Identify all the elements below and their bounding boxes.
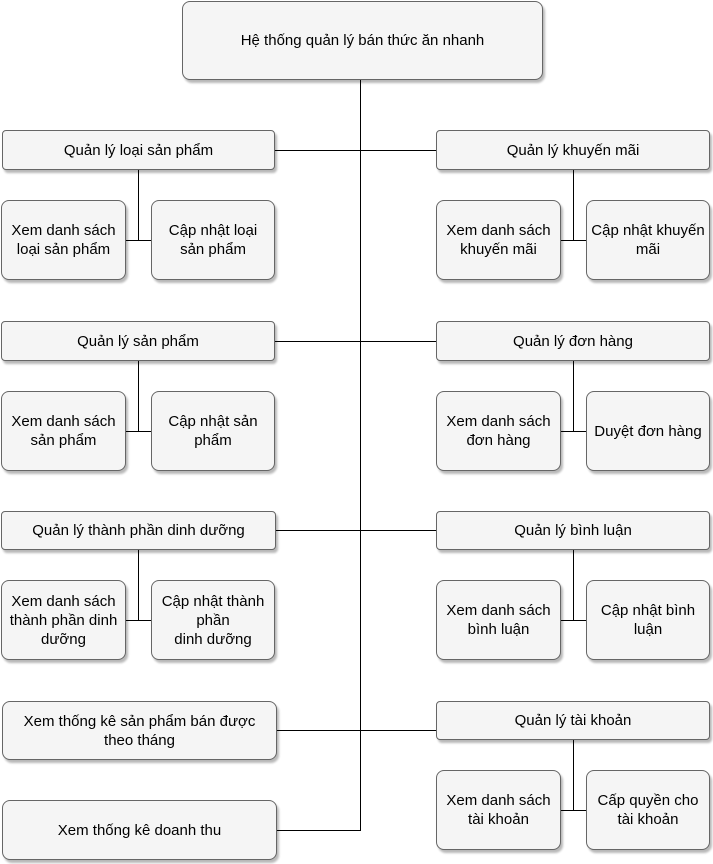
- root-node-label: Hệ thống quản lý bán thức ăn nhanh: [240, 32, 485, 49]
- update-product-label: Cập nhật sản phẩm: [168, 413, 258, 449]
- comment-management-node: Quản lý bình luận: [436, 511, 710, 550]
- sub-connector-category-v: [138, 170, 139, 240]
- view-nutrition-list-node: Xem danh sách thành phần dinh dưỡng: [1, 580, 126, 660]
- sub-connector-product-h: [126, 431, 151, 432]
- sub-connector-product-v: [138, 361, 139, 431]
- category-management-label: Quản lý loại sản phẩm: [63, 141, 214, 159]
- promotion-management-label: Quản lý khuyến mãi: [506, 141, 640, 159]
- connector-product: [275, 341, 436, 342]
- sub-connector-promotion-h: [561, 240, 586, 241]
- account-management-node: Quản lý tài khoản: [436, 701, 710, 740]
- view-comment-list-label: Xem danh sách bình luận: [446, 602, 551, 638]
- trunk-line: [360, 80, 361, 830]
- product-management-node: Quản lý sản phẩm: [1, 321, 275, 361]
- approve-order-label: Duyệt đơn hàng: [594, 422, 702, 440]
- connector-monthly-stats: [277, 730, 436, 731]
- monthly-product-stats-label: Xem thống kê sản phẩm bán được theo thán…: [23, 712, 256, 749]
- comment-management-label: Quản lý bình luận: [514, 522, 632, 539]
- update-nutrition-label: Cập nhật thành phần dinh dưỡng: [161, 592, 265, 648]
- view-product-list-label: Xem danh sách sản phẩm: [11, 413, 116, 449]
- update-product-node: Cập nhật sản phẩm: [151, 391, 275, 471]
- update-category-label: Cập nhật loại sản phẩm: [168, 222, 258, 258]
- root-node: Hệ thống quản lý bán thức ăn nhanh: [182, 1, 543, 80]
- product-management-label: Quản lý sản phẩm: [77, 332, 199, 350]
- view-promotion-list-node: Xem danh sách khuyến mãi: [436, 200, 561, 280]
- view-comment-list-node: Xem danh sách bình luận: [436, 580, 561, 660]
- view-promotion-list-label: Xem danh sách khuyến mãi: [446, 222, 551, 258]
- view-account-list-node: Xem danh sách tài khoản: [436, 770, 561, 850]
- nutrition-management-label: Quản lý thành phần dinh dưỡng: [32, 522, 245, 539]
- view-order-list-label: Xem danh sách đơn hàng: [446, 413, 551, 449]
- connector-revenue-stats: [277, 830, 361, 831]
- category-management-node: Quản lý loại sản phẩm: [2, 130, 275, 170]
- sub-connector-account-v: [573, 740, 574, 810]
- order-management-label: Quản lý đơn hàng: [513, 332, 633, 350]
- connector-category: [275, 150, 436, 151]
- approve-order-node: Duyệt đơn hàng: [586, 391, 710, 471]
- promotion-management-node: Quản lý khuyến mãi: [436, 130, 710, 170]
- update-comment-node: Cập nhật bình luận: [586, 580, 710, 660]
- revenue-stats-node: Xem thống kê doanh thu: [2, 800, 277, 860]
- view-account-list-label: Xem danh sách tài khoản: [446, 792, 551, 828]
- nutrition-management-node: Quản lý thành phần dinh dưỡng: [1, 511, 276, 550]
- view-category-list-label: Xem danh sách loại sản phẩm: [11, 222, 116, 258]
- sub-connector-comment-h: [561, 620, 586, 621]
- update-nutrition-node: Cập nhật thành phần dinh dưỡng: [151, 580, 275, 660]
- sub-connector-order-h: [561, 431, 586, 432]
- view-nutrition-list-label: Xem danh sách thành phần dinh dưỡng: [9, 592, 118, 648]
- connector-nutrition: [276, 530, 436, 531]
- view-category-list-node: Xem danh sách loại sản phẩm: [1, 200, 126, 280]
- view-order-list-node: Xem danh sách đơn hàng: [436, 391, 561, 471]
- sub-connector-nutrition-h: [126, 620, 151, 621]
- order-management-node: Quản lý đơn hàng: [436, 321, 710, 361]
- update-promotion-label: Cập nhật khuyến mãi: [591, 222, 705, 258]
- update-comment-label: Cập nhật bình luận: [600, 602, 696, 638]
- view-product-list-node: Xem danh sách sản phẩm: [1, 391, 126, 471]
- sub-connector-comment-v: [573, 550, 574, 620]
- account-management-label: Quản lý tài khoản: [514, 712, 632, 729]
- grant-account-permission-label: Cấp quyền cho tài khoản: [597, 792, 699, 828]
- update-promotion-node: Cập nhật khuyến mãi: [586, 200, 710, 280]
- monthly-product-stats-node: Xem thống kê sản phẩm bán được theo thán…: [2, 701, 277, 760]
- sub-connector-category-h: [126, 240, 151, 241]
- grant-account-permission-node: Cấp quyền cho tài khoản: [586, 770, 710, 850]
- sub-connector-account-h: [561, 810, 586, 811]
- sub-connector-order-v: [573, 361, 574, 431]
- sub-connector-promotion-v: [573, 170, 574, 240]
- update-category-node: Cập nhật loại sản phẩm: [151, 200, 275, 280]
- sub-connector-nutrition-v: [138, 550, 139, 620]
- revenue-stats-label: Xem thống kê doanh thu: [57, 821, 222, 839]
